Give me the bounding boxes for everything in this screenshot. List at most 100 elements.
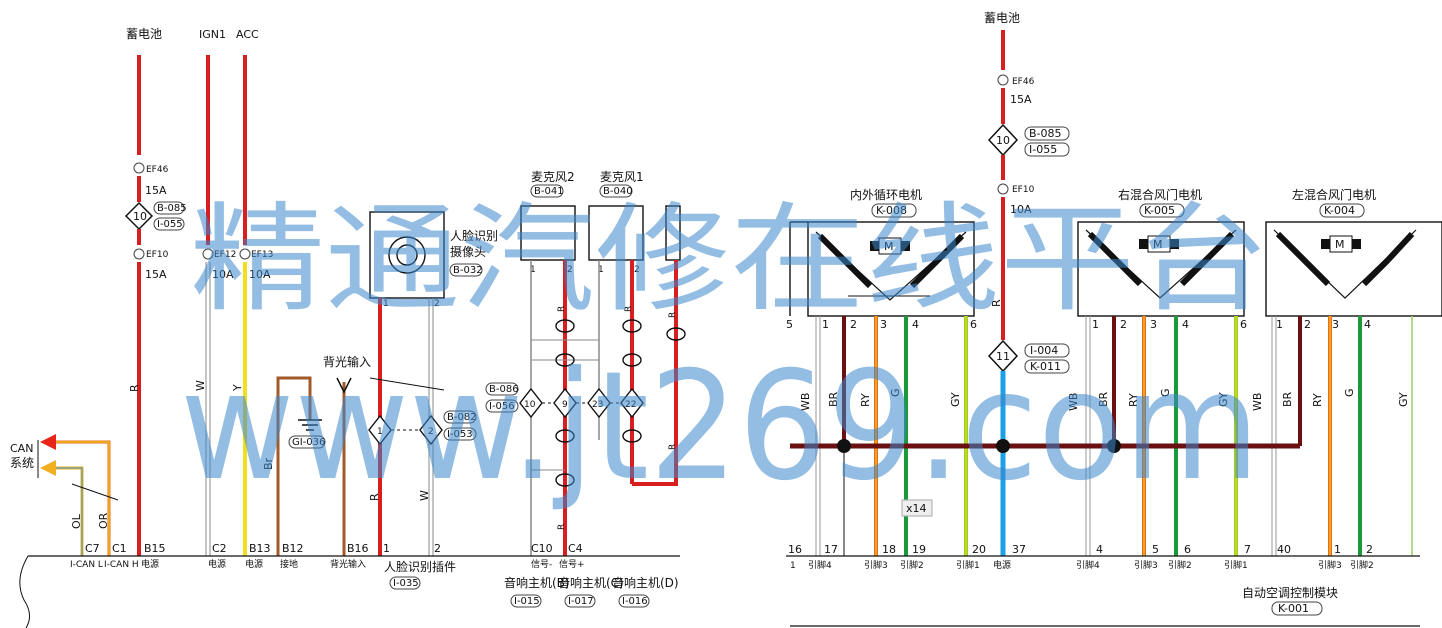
can-label2: 系统 <box>10 456 34 470</box>
pin-b15: B15 <box>144 542 166 555</box>
pin-b16-sub: 背光输入 <box>330 558 366 570</box>
fuse-ef10-code: EF10 <box>146 250 169 260</box>
rpin-1-sub: 引脚3 <box>1318 560 1342 571</box>
left-diagram: 蓄电池 IGN1 ACC EF46 15A 10 B-085 I-055 EF1… <box>10 27 686 628</box>
right-fuse-ef10-amp: 10A <box>1010 203 1032 216</box>
ground-wire-color: Br <box>262 457 275 470</box>
mic2-pin1: 1 <box>530 265 536 275</box>
rpin-19-sub: 引脚2 <box>900 560 924 571</box>
mic-conn-22: 22 <box>625 400 636 410</box>
motor3-wire-g: G <box>1343 388 1356 397</box>
motor3-wire-wb: WB <box>1251 393 1264 411</box>
rpin-1: 1 <box>1334 543 1341 556</box>
pin-2-left: 2 <box>434 542 441 555</box>
motor3-pin4: 4 <box>1364 318 1371 331</box>
motor3-wire-gy: GY <box>1397 392 1410 407</box>
motor2-wire-g: G <box>1159 388 1172 397</box>
mic-wire-color-1: R <box>557 306 567 312</box>
rpin-7: 7 <box>1244 543 1251 556</box>
mic-wire-color-5: R <box>557 524 567 530</box>
motor1-pin3: 3 <box>880 318 887 331</box>
rpin-40: 40 <box>1277 543 1291 556</box>
rpin-18-sub: 引脚3 <box>864 560 888 571</box>
mic-conn-23: 23 <box>592 400 603 410</box>
ground-code: GI-036 <box>292 437 325 448</box>
fuse-ef12-node <box>202 248 214 260</box>
right-fuse-ef46-amp: 15A <box>1010 93 1032 106</box>
rpin-16: 16 <box>788 543 802 556</box>
rpin-20: 20 <box>972 543 986 556</box>
rpin-7-sub: 引脚1 <box>1224 560 1248 571</box>
motor2-wire-gy: GY <box>1217 392 1230 407</box>
face-plug-name: 人脸识别插件 <box>384 560 456 574</box>
battery-wire-color: R <box>128 384 141 392</box>
motor1-wire-wb: WB <box>799 393 812 411</box>
right-diagram: 蓄电池 EF46 15A 10 B-085 I-055 EF10 10A R 1… <box>786 11 1442 627</box>
rpin-17-sub: 引脚4 <box>808 560 832 571</box>
motor2-pin1: 1 <box>1092 318 1099 331</box>
right-fuse-ef46-node <box>997 74 1009 86</box>
can-or-label: OR <box>97 512 110 529</box>
module-name: 自动空调控制模块 <box>1242 586 1338 600</box>
rpin-20-sub: 引脚1 <box>956 560 980 571</box>
right-fuse-ef10-node <box>997 183 1009 195</box>
right-conn11-number: 11 <box>996 350 1010 363</box>
face-conn-code2: I-053 <box>447 429 473 440</box>
fuse-ef46-amp: 15A <box>145 184 167 197</box>
connector-10-code2: I-055 <box>157 219 183 230</box>
motor3-wire-br: BR <box>1281 391 1294 407</box>
mic-pin-c4: C4 <box>568 542 583 555</box>
acc-label: ACC <box>236 28 259 41</box>
rpin-18: 18 <box>882 543 896 556</box>
pin-c2-sub: 电源 <box>208 558 226 570</box>
face-conn-pin2: 2 <box>428 427 434 437</box>
motor1-pin1: 1 <box>822 318 829 331</box>
motor3-m-symbol: M <box>1335 238 1345 251</box>
motor2-pin6: 6 <box>1240 318 1247 331</box>
fuse-ef10-node <box>133 248 145 260</box>
can-label1: CAN <box>10 442 33 455</box>
motor3-wire-ry: RY <box>1311 393 1324 407</box>
acc-wire-color: Y <box>231 384 244 392</box>
can-ol-label: OL <box>70 513 83 529</box>
audio-d-name: 音响主机(D) <box>612 575 679 590</box>
connector-10-code1: B-085 <box>157 203 187 214</box>
face-conn-pin1: 1 <box>377 427 383 437</box>
watermark-line1: 精通汽修在线平台 <box>190 190 1270 328</box>
rpin-2-sub: 引脚2 <box>1350 560 1374 571</box>
mic-wire-color-4: R <box>668 444 678 450</box>
fuse-ef46-node <box>133 162 145 174</box>
motor2-wire-ry: RY <box>1127 393 1140 407</box>
mic-pin-sig-plus: 信号+ <box>559 558 585 570</box>
motor1-pin4: 4 <box>912 318 919 331</box>
ign1-wire-color: W <box>194 380 207 391</box>
pin-c2: C2 <box>212 542 227 555</box>
rpin-2: 2 <box>1366 543 1373 556</box>
pin-1-left: 1 <box>383 542 390 555</box>
motor1-m-symbol: M <box>884 240 894 253</box>
rpin-17: 17 <box>824 543 838 556</box>
motor1-pin2: 2 <box>850 318 857 331</box>
motor1-name: 内外循环电机 <box>850 188 922 202</box>
rpin-5-sub: 引脚3 <box>1134 560 1158 571</box>
fuse-ef12-code: EF12 <box>214 250 236 260</box>
mic1-pin1: 1 <box>598 265 604 275</box>
pin-c7: C7 <box>85 542 100 555</box>
mic2-box <box>520 205 576 261</box>
right-vert-wire-color: R <box>990 299 1003 307</box>
motor1-wire-br: BR <box>827 391 840 407</box>
fuse-ef10-amp: 15A <box>145 268 167 281</box>
motor3-code: K-004 <box>1324 204 1355 217</box>
right-conn11-code1: I-004 <box>1030 344 1058 357</box>
motor2-pin4: 4 <box>1182 318 1189 331</box>
motor1-wire-ry: RY <box>859 393 872 407</box>
face2-wire-color: W <box>418 490 431 501</box>
mic1-box <box>588 205 644 261</box>
camera-name2: 摄像头 <box>450 244 486 259</box>
motor3-pin1: 1 <box>1276 318 1283 331</box>
rpin-4: 4 <box>1096 543 1103 556</box>
fuse-ef13-node <box>239 248 251 260</box>
mic-pin-c10: C10 <box>531 542 553 555</box>
rpin-4-sub: 引脚4 <box>1076 560 1100 571</box>
mic-conn-code2: I-056 <box>489 401 515 412</box>
